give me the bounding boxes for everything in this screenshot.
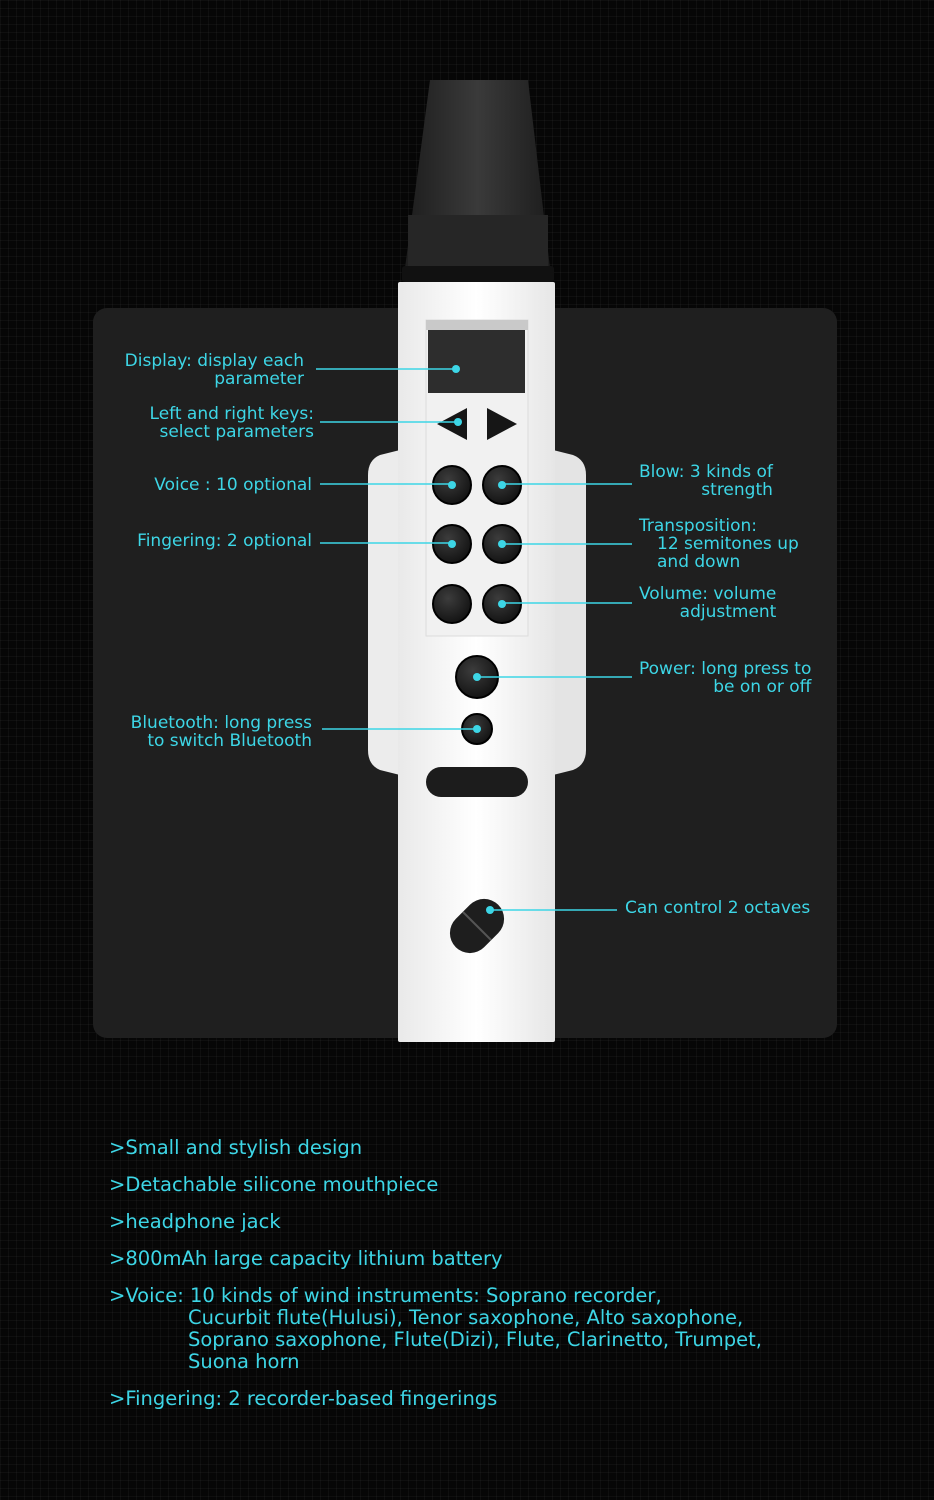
blank-button[interactable] <box>432 584 472 624</box>
leader-dots <box>448 365 506 914</box>
voice-feature-line3: Soprano saxophone, Flute(Dizi), Flute, C… <box>188 1328 762 1351</box>
feature-item: >headphone jack <box>109 1210 281 1233</box>
bluetooth-callout: Bluetooth: long press to switch Bluetoot… <box>131 714 312 750</box>
feature-item: >Small and stylish design <box>109 1136 363 1159</box>
feature-item: >800mAh large capacity lithium battery <box>109 1247 503 1270</box>
transposition-callout-line3: and down <box>657 552 741 572</box>
display-callout: Display: display each parameter <box>125 352 304 388</box>
volume-callout: Volume: volume adjustment <box>639 585 776 621</box>
left-right-callout-line2: select parameters <box>159 422 314 442</box>
thumb-slot <box>426 767 528 797</box>
electronic-wind-instrument-diagram <box>316 80 632 1042</box>
display-callout-line1: Display: display each <box>124 351 304 371</box>
feature-item-voice: >Voice: 10 kinds of wind instruments: So… <box>109 1285 889 1373</box>
bluetooth-callout-line2: to switch Bluetooth <box>147 731 312 751</box>
display-screen <box>428 330 525 393</box>
left-right-callout: Left and right keys: select parameters <box>150 405 314 441</box>
voice-callout: Voice : 10 optional <box>154 476 312 494</box>
blow-callout: Blow: 3 kinds of strength <box>639 463 773 499</box>
fingering-callout-line1: Fingering: 2 optional <box>137 531 312 551</box>
voice-feature-line1: >Voice: 10 kinds of wind instruments: So… <box>109 1284 662 1307</box>
grip-right <box>553 450 586 775</box>
transposition-callout: Transposition: 12 semitones up and down <box>639 517 799 571</box>
blow-callout-line1: Blow: 3 kinds of <box>639 462 773 482</box>
mouthpiece <box>402 80 554 282</box>
fingering-callout: Fingering: 2 optional <box>137 532 312 550</box>
transposition-callout-line1: Transposition: <box>639 516 757 536</box>
feature-item: >Fingering: 2 recorder-based fingerings <box>109 1387 498 1410</box>
right-key[interactable] <box>487 408 517 440</box>
power-callout-line2: be on or off <box>713 677 812 697</box>
voice-feature-line2: Cucurbit flute(Hulusi), Tenor saxophone,… <box>188 1306 744 1329</box>
left-key[interactable] <box>437 408 467 440</box>
octave-callout-line1: Can control 2 octaves <box>625 898 811 918</box>
left-right-callout-line1: Left and right keys: <box>149 404 314 424</box>
voice-callout-line1: Voice : 10 optional <box>154 475 312 495</box>
feature-list: >Small and stylish design >Detachable si… <box>109 1137 889 1425</box>
blow-callout-line2: strength <box>701 480 773 500</box>
display-callout-line2: parameter <box>214 369 304 389</box>
power-callout-line1: Power: long press to <box>639 659 812 679</box>
volume-callout-line2: adjustment <box>679 602 777 622</box>
volume-callout-line1: Volume: volume <box>639 584 777 604</box>
voice-feature-line4: Suona horn <box>188 1350 300 1373</box>
leader-lines <box>316 368 632 911</box>
transposition-callout-line2: 12 semitones up <box>657 534 799 554</box>
feature-item: >Detachable silicone mouthpiece <box>109 1173 439 1196</box>
power-callout: Power: long press to be on or off <box>639 660 811 696</box>
octave-callout: Can control 2 octaves <box>625 899 810 917</box>
bluetooth-callout-line1: Bluetooth: long press <box>130 713 312 733</box>
grip-left <box>368 450 400 775</box>
